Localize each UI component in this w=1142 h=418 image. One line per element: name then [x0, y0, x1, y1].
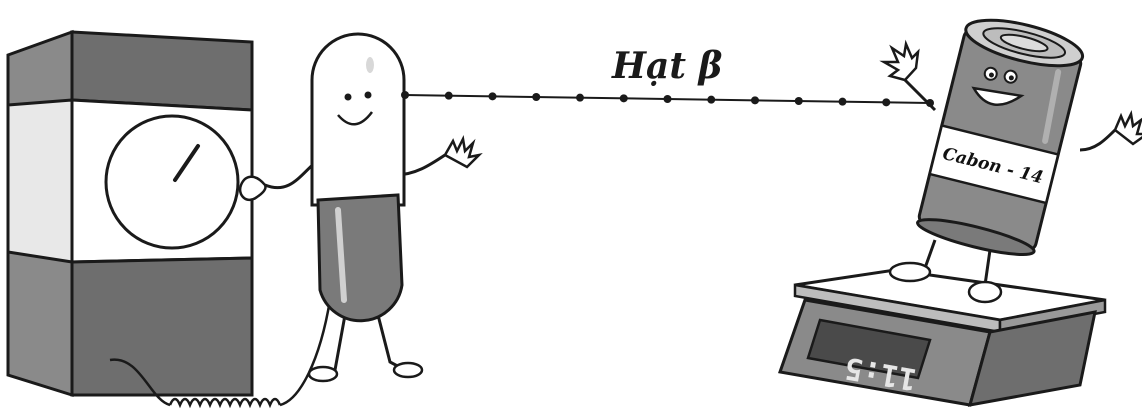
detector-dial: [104, 114, 240, 250]
can-right-foot: [967, 280, 1003, 304]
beta-trail-dot: [401, 91, 409, 99]
can-left-pupil: [988, 72, 994, 78]
scale-base-side: [967, 310, 1097, 407]
detector-side-middle: [6, 98, 74, 264]
can-left-hand: [879, 39, 920, 82]
can-label-band: [928, 123, 1060, 205]
can-right-hand: [1113, 110, 1142, 146]
can-lid-center: [999, 33, 1049, 53]
can-right-pupil: [1008, 75, 1014, 81]
detector-cable-coil: [168, 397, 282, 409]
detector-dial-needle: [173, 144, 200, 182]
beta-trail-dot: [794, 97, 803, 105]
scale-display-window: [806, 318, 932, 380]
capsule-right-shoe: [392, 361, 424, 379]
beta-trail-dot: [444, 91, 453, 100]
can-bottom-rim: [916, 218, 1036, 256]
beta-trail-dot: [882, 98, 891, 107]
capsule-right-hand: [443, 135, 483, 169]
beta-particle-trail: [401, 91, 934, 107]
can-shine: [1042, 69, 1062, 144]
capsule-bottom-half: [316, 193, 404, 323]
beta-trail-dot: [619, 94, 628, 103]
digital-scale: 11:5: [778, 268, 1107, 407]
can-left-leg: [923, 239, 937, 269]
capsule-right-leg: [376, 314, 406, 372]
capsule-left-eye: [344, 93, 352, 101]
can-left-arm: [903, 78, 937, 112]
capsule-left-shoe: [307, 365, 339, 383]
detector-lower-band: [70, 256, 254, 397]
can-right-leg: [983, 249, 992, 286]
capsule-right-eye: [364, 91, 372, 99]
capsule-shine: [366, 57, 374, 73]
beta-trail-dot: [707, 95, 716, 104]
can-right-arm: [1079, 128, 1117, 152]
beta-trail-dots: [401, 91, 934, 107]
capsule-mouth: [337, 111, 374, 126]
beta-trail-dot: [751, 96, 759, 105]
capsule-highlight: [335, 207, 347, 303]
beta-trail-dot: [532, 93, 541, 101]
detector-top-band: [70, 30, 254, 112]
capsule-left-hand: [238, 175, 267, 202]
capsule-character: [238, 32, 483, 383]
detector-machine: [6, 29, 341, 409]
beta-trail-dot: [663, 95, 672, 103]
carbon-14-can-character: Cabon - 14: [879, 18, 1142, 304]
beta-particle-label: Hạt β: [611, 45, 723, 87]
can-left-foot: [888, 261, 932, 283]
beta-trail-dot: [488, 92, 497, 101]
capsule-left-arm: [264, 158, 319, 190]
can-mouth: [971, 86, 1025, 106]
beta-trail-dot: [838, 97, 847, 106]
beta-trail-dot: [576, 93, 584, 102]
